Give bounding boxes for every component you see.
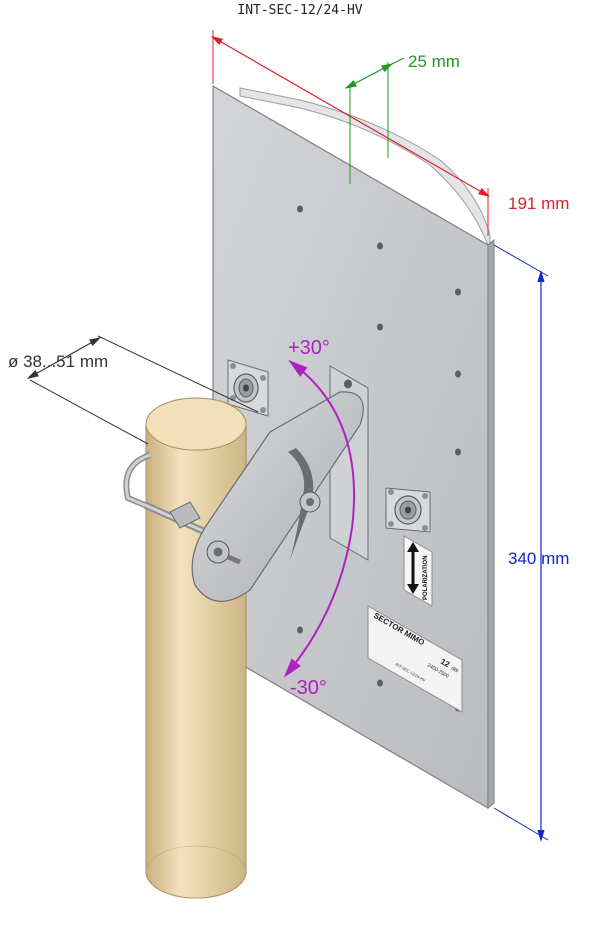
thickness-dimension bbox=[344, 57, 405, 184]
tilt-plus-label: +30° bbox=[288, 337, 330, 359]
tilt-minus-label: -30° bbox=[290, 677, 327, 699]
mast-diameter-label: ø 38...51 mm bbox=[8, 352, 108, 371]
polarization-label: POLARIZATION bbox=[423, 555, 429, 600]
tilt-range-arc bbox=[283, 359, 356, 678]
polarization-badge: POLARIZATION bbox=[403, 535, 433, 607]
width-label: 191 mm bbox=[508, 194, 569, 213]
mast-pole bbox=[145, 397, 247, 899]
thickness-label: 25 mm bbox=[408, 52, 460, 71]
label-gain-unit: dBi bbox=[450, 666, 459, 675]
mast-diameter-dimension bbox=[26, 335, 259, 445]
u-bolt-clamp bbox=[123, 452, 214, 539]
height-dimension bbox=[493, 244, 549, 842]
model-title: INT-SEC-12/24-HV bbox=[237, 3, 363, 18]
n-connector-right bbox=[385, 487, 431, 533]
height-label: 340 mm bbox=[508, 549, 569, 568]
